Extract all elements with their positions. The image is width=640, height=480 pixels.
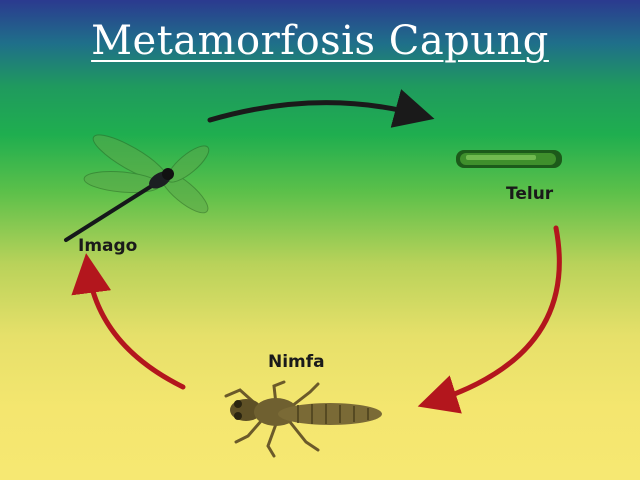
arrow-nymph-to-adult [71, 253, 186, 390]
stage-label-adult: Imago [78, 236, 138, 256]
egg-image [456, 150, 562, 168]
stage-label-nymph: Nimfa [268, 352, 325, 372]
stage-label-egg: Telur [506, 184, 554, 204]
arrow-egg-to-nymph [417, 225, 562, 414]
dragonfly-image [64, 134, 210, 242]
page-title: Metamorfosis Capung [91, 18, 549, 64]
nymph-image [224, 380, 382, 458]
arrow-adult-to-egg [207, 89, 435, 128]
